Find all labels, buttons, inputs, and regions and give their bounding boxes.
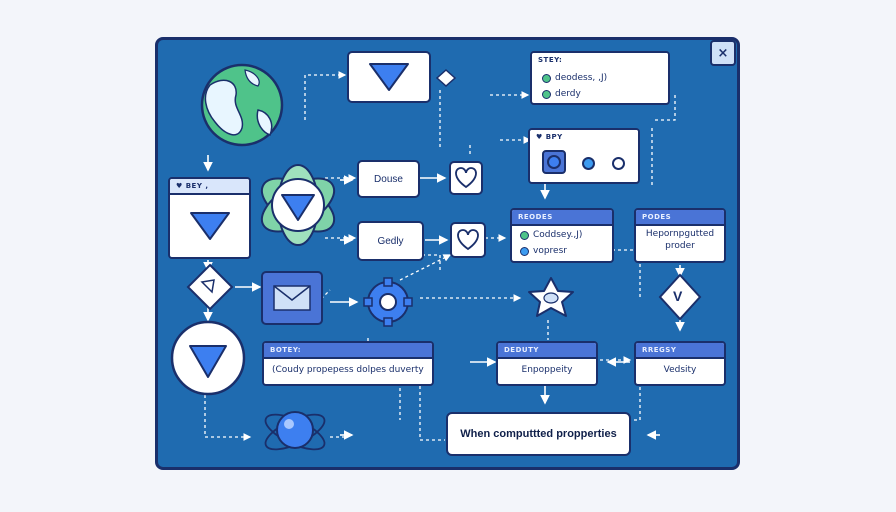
douse-node[interactable]: Douse [357, 160, 420, 198]
atom-flower-icon [260, 164, 336, 246]
bey-window[interactable]: ♥ BEY , [168, 177, 251, 259]
podes-window-title: PODES [636, 210, 724, 226]
status-dot-icon [520, 230, 529, 240]
v-diamond-icon [658, 273, 702, 321]
heart-box-1 [449, 161, 483, 195]
v-label: V [673, 288, 683, 304]
close-button[interactable]: × [710, 40, 736, 66]
heart-box-2 [450, 222, 486, 258]
list-item-label: vopresr [533, 246, 567, 256]
envelope-icon [261, 271, 323, 325]
list-item: deodess, ,J) [542, 73, 607, 83]
gear-small-icon [547, 155, 561, 169]
radio-on-icon[interactable] [582, 157, 595, 170]
radio-off-icon[interactable] [612, 157, 625, 170]
banner-label: When computtted propperties [460, 428, 617, 440]
stey-window-title: STEY: [532, 53, 668, 67]
bey-window-title: ♥ BEY , [170, 179, 249, 195]
atom-icon [264, 411, 326, 451]
botey-text: (Coudy propepess dolpes duverty [272, 365, 424, 375]
rregsy-window-title: RREGSY [636, 343, 724, 359]
diamond-icon-top [435, 68, 457, 88]
deduty-window[interactable]: DEDUTY Enpoppeity [496, 341, 598, 386]
status-dot-icon [520, 246, 529, 256]
douse-label: Douse [374, 173, 403, 185]
gear-icon [363, 277, 413, 327]
diamond-icon-left [186, 263, 234, 311]
list-item-label: deodess, ,J) [555, 73, 608, 83]
reodes-window[interactable]: REODES Coddsey.,J) vopresr [510, 208, 614, 263]
triangle-circle-icon [170, 320, 246, 396]
deduty-window-title: DEDUTY [498, 343, 596, 359]
botey-window[interactable]: BOTEY: (Coudy propepess dolpes duverty [262, 341, 434, 386]
podes-text: Hepornpgutted proder [645, 229, 715, 251]
list-item: vopresr [520, 246, 567, 256]
bpy-window-title: ♥ BPY [530, 130, 638, 144]
triangle-down-icon [190, 212, 230, 240]
list-item-label: Coddsey.,J) [533, 230, 583, 240]
globe-icon [200, 63, 284, 147]
deduty-text: Enpoppeity [521, 365, 573, 375]
bpy-window[interactable]: ♥ BPY [528, 128, 640, 184]
botey-window-title: BOTEY: [264, 343, 432, 359]
list-item: Coddsey.,J) [520, 230, 582, 240]
status-dot-icon [542, 73, 551, 83]
stey-window[interactable]: STEY: deodess, ,J) derdy [530, 51, 670, 105]
list-item-label: derdy [555, 89, 581, 99]
computed-properties-banner[interactable]: When computtted propperties [446, 412, 631, 456]
status-dot-icon [542, 89, 551, 99]
list-item: derdy [542, 89, 581, 99]
triangle-box-top [347, 51, 431, 103]
rregsy-text: Vedsity [663, 365, 697, 375]
gedly-label: Gedly [377, 235, 404, 247]
rregsy-window[interactable]: RREGSY Vedsity [634, 341, 726, 386]
star-icon [528, 277, 574, 317]
gedly-node[interactable]: Gedly [357, 221, 424, 261]
gear-button[interactable] [542, 150, 566, 174]
reodes-window-title: REODES [512, 210, 612, 226]
podes-window[interactable]: PODES Hepornpgutted proder [634, 208, 726, 263]
close-icon: × [717, 45, 729, 61]
